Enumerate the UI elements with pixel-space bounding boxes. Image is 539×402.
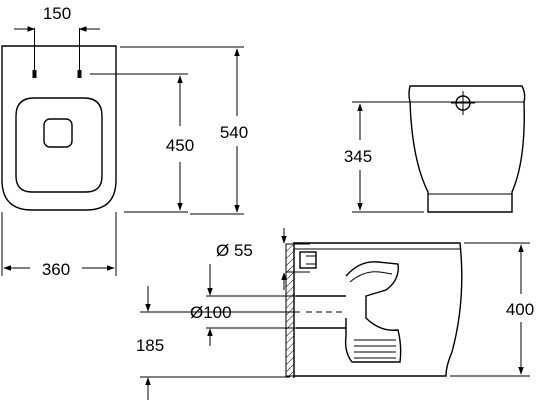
top-view-outline	[1, 45, 117, 211]
dim-bowl-height: 400	[450, 242, 534, 377]
dim-overall-depth: 540	[120, 46, 248, 215]
dim-label-450: 450	[166, 136, 194, 155]
cistern-outline	[408, 85, 526, 213]
water-seal	[354, 339, 396, 359]
bowl-outline	[294, 242, 463, 377]
trapway-inner	[349, 271, 393, 283]
seat-opening	[15, 97, 103, 193]
inlet-pipe	[299, 251, 317, 269]
dim-overall-width: 360	[1, 212, 117, 279]
dim-label-540: 540	[220, 123, 248, 142]
dim-label-185: 185	[136, 336, 164, 355]
outlet-pipe	[296, 295, 346, 329]
flush-button	[43, 118, 73, 148]
dim-top-width: 150	[14, 4, 100, 74]
dim-cistern-height: 345	[344, 101, 456, 213]
wall-hatch	[285, 243, 295, 377]
dim-label-400: 400	[506, 300, 534, 319]
cistern-view: 345	[344, 85, 526, 213]
bowl-section-view: Ø 55 Ø100 185 400	[136, 228, 534, 400]
dim-label-360: 360	[42, 260, 70, 279]
dim-outlet-diameter: Ø100	[190, 264, 298, 346]
dim-label-345: 345	[344, 147, 372, 166]
dim-label-inlet: Ø 55	[216, 241, 253, 260]
top-view: 150 450 540 360	[1, 4, 248, 279]
dim-outlet-height: 185	[136, 286, 300, 400]
water-inlet-symbol	[451, 91, 475, 115]
trapway	[344, 261, 402, 363]
dim-seat-depth: 450	[90, 73, 194, 213]
dim-label-150: 150	[43, 4, 71, 23]
dim-inlet-diameter: Ø 55	[216, 228, 310, 290]
